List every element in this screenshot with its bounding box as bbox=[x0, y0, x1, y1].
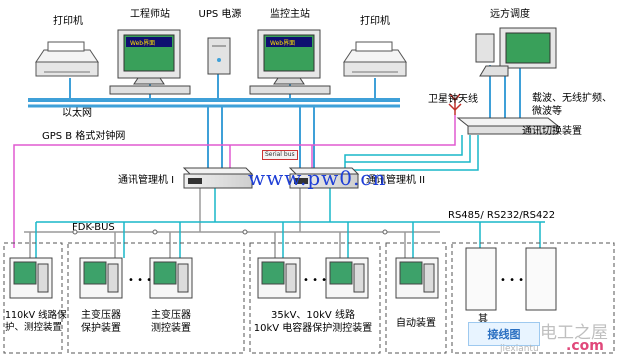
comm-manager-left-label: 通讯管理机 I bbox=[118, 175, 175, 186]
bay-transformer-control-line1: 主变压器 bbox=[151, 310, 191, 321]
comm-switch-icon bbox=[456, 117, 560, 135]
engineer-workstation-icon: Web界面 bbox=[109, 29, 191, 95]
ups-label: UPS 电源 bbox=[198, 9, 242, 20]
ups-icon bbox=[207, 37, 231, 75]
watermark-site-en: jiexiantu bbox=[500, 344, 539, 354]
bay-110kv-line1: 110kV 线路保 bbox=[5, 310, 67, 321]
protection-units bbox=[9, 247, 557, 311]
bay-auto-device-label: 自动装置 bbox=[396, 318, 436, 329]
remote-dispatch-label: 远方调度 bbox=[490, 9, 530, 20]
watermark-url: www.pw0.cn bbox=[248, 166, 387, 190]
printer-left-icon bbox=[35, 41, 99, 77]
watermark-stamp: 接线图 bbox=[468, 322, 540, 346]
bay-35kv-line2: 10kV 电容器保护测控装置 bbox=[253, 323, 373, 334]
satellite-antenna-label: 卫星钟天线 bbox=[428, 94, 478, 105]
bay-groups bbox=[3, 242, 615, 354]
bay-110kv-line2: 护、测控装置 bbox=[5, 322, 63, 333]
remote-dispatch-icon bbox=[475, 27, 557, 77]
printer-right-icon bbox=[343, 41, 407, 77]
bay-35kv-line1: 35kV、10kV 线路 bbox=[271, 310, 355, 321]
engineer-station-label: 工程师站 bbox=[130, 9, 170, 20]
ellipsis-transformer: • • • bbox=[128, 275, 153, 286]
printer-left-label: 打印机 bbox=[53, 16, 83, 27]
carrier-label: 载波、无线扩频、 bbox=[532, 93, 612, 104]
rs485-label: RS485/ RS232/RS422 bbox=[448, 210, 556, 221]
comm-manager-left-icon bbox=[182, 167, 254, 189]
watermark-com: .com bbox=[566, 338, 604, 354]
bay-transformer-control-line2: 测控装置 bbox=[151, 323, 191, 334]
ellipsis-other: • • • bbox=[500, 275, 525, 286]
comm-manager-right-icon bbox=[288, 167, 360, 189]
ellipsis-35kv: • • • bbox=[303, 275, 328, 286]
bay-other-label: 其 bbox=[478, 314, 488, 325]
gps-clock-net bbox=[13, 115, 456, 248]
satellite-antenna-icon bbox=[448, 93, 462, 115]
comm-switch-label: 通讯切换装置 bbox=[522, 126, 582, 137]
monitor-screen-text: Web界面 bbox=[270, 40, 295, 47]
watermark-site-cn: 电工之屋 bbox=[540, 323, 608, 343]
engineer-screen-text: Web界面 bbox=[130, 40, 155, 47]
gps-label: GPS B 格式对钟网 bbox=[42, 131, 126, 142]
fdk-bus bbox=[24, 188, 440, 258]
rs485-bus bbox=[35, 188, 545, 258]
switch-links bbox=[344, 135, 479, 171]
bus-junctions bbox=[72, 229, 388, 235]
bay-transformer-protection-line1: 主变压器 bbox=[81, 310, 121, 321]
printer-right-label: 打印机 bbox=[360, 16, 390, 27]
serial-bus-tag: Serial bus bbox=[262, 150, 298, 160]
monitor-main-station-icon: Web界面 bbox=[249, 29, 331, 95]
monitor-main-label: 监控主站 bbox=[270, 9, 310, 20]
microwave-label: 微波等 bbox=[532, 106, 562, 117]
comm-manager-right-label: 通讯管理机 II bbox=[366, 175, 426, 186]
ethernet-label: 以太网 bbox=[62, 108, 92, 119]
bay-transformer-protection-line2: 保护装置 bbox=[81, 323, 121, 334]
fdk-bus-label: FDK-BUS bbox=[72, 222, 115, 233]
